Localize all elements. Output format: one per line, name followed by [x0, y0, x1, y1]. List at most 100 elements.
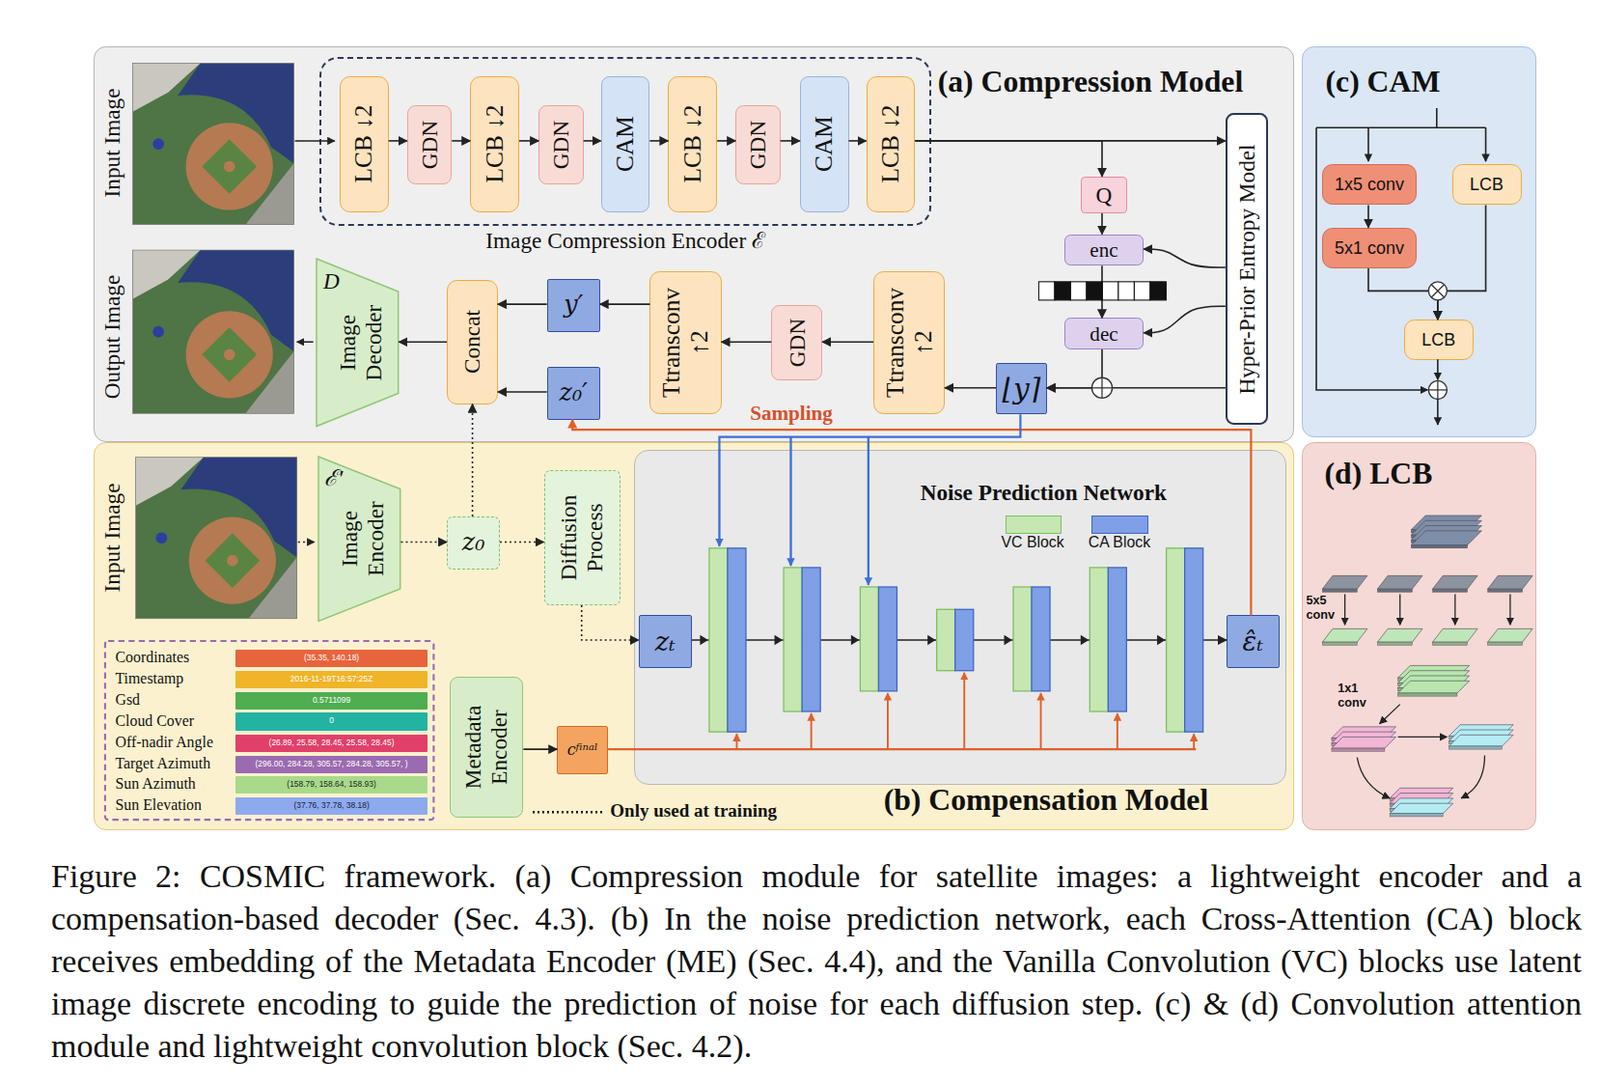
graphic: [1101, 377, 1103, 398]
transconv-block: Ttransconv ↑2: [873, 271, 945, 414]
wire: [735, 733, 738, 749]
vc-block: [1089, 567, 1108, 712]
connector: [1437, 204, 1487, 319]
box-label: zₜ: [655, 626, 676, 658]
box-label: (158.79, 158.64, 158.93): [286, 779, 376, 790]
graphic: [132, 63, 294, 225]
text: LCB ↓2: [876, 105, 904, 184]
ca-block: [1031, 586, 1050, 691]
wire: [1040, 692, 1043, 749]
graphic: [201, 327, 257, 383]
feature-slab: [1322, 641, 1357, 645]
satellite-image: [132, 249, 294, 414]
arrowhead: [774, 634, 783, 646]
text: (d) LCB: [1324, 456, 1433, 491]
wire: [1344, 593, 1346, 625]
feature-slab: [1377, 628, 1423, 642]
graphic: [136, 457, 298, 619]
box-label: Ttransconv ↑2: [657, 275, 714, 411]
sum-symbol: [1428, 380, 1447, 399]
legend-swatch: [1091, 515, 1148, 534]
connector: [1101, 213, 1104, 235]
text: (35.35, 140.18): [303, 652, 359, 663]
box-label: y′: [563, 290, 583, 319]
connector: [398, 340, 447, 343]
label: Sun Elevation: [114, 796, 201, 814]
connector: [780, 139, 800, 142]
text: Hyper-Prior Entropy Model: [1234, 143, 1260, 394]
text: z₀: [462, 527, 486, 557]
wire: [963, 672, 966, 749]
label: 1x1 conv: [1337, 681, 1371, 710]
feature-slab: [1389, 813, 1443, 817]
vc-block: [1013, 586, 1032, 691]
entropy-model: Hyper-Prior Entropy Model: [1225, 112, 1269, 425]
caption: Figure 2: COSMIC framework. (a) Compress…: [51, 855, 1582, 1068]
box-label: Diffusion Process: [555, 474, 608, 602]
text: ⌊y⌉: [1001, 372, 1041, 406]
text: CAM: [610, 116, 638, 173]
box-label: 2016-11-19T16:57:25Z: [290, 674, 374, 685]
latent-box: z₀: [446, 516, 500, 570]
gdn-block: GDN: [538, 105, 584, 185]
wire: [1192, 733, 1195, 749]
text: 5x5 conv: [1305, 593, 1335, 622]
transconv-block: Ttransconv ↑2: [649, 271, 721, 414]
conv-box: 1x5 conv: [1322, 164, 1416, 205]
feature-slab: [1488, 588, 1523, 592]
wire: [1485, 127, 1488, 162]
conv-box: 5x1 conv: [1322, 227, 1416, 269]
text: Input Image: [99, 88, 125, 198]
text: 1x1 conv: [1337, 681, 1367, 710]
box-label: z₀′: [559, 378, 588, 407]
box-label: 0.5711099: [312, 695, 351, 706]
label: Input Image: [99, 483, 126, 593]
text: GDN: [548, 120, 574, 169]
feature-slab: [1389, 802, 1454, 814]
bitstream-cell: [1150, 281, 1166, 301]
wire: [867, 437, 870, 585]
legend-line: [532, 805, 603, 819]
box-label: enc: [1089, 238, 1118, 262]
legend-label: Only used at training: [609, 800, 777, 822]
feature-slab: [1488, 628, 1534, 642]
text: 5x1 conv: [1334, 238, 1405, 258]
feature-slab: [1449, 745, 1503, 749]
graphic: [189, 517, 276, 605]
panel: 1x5 conv5x1 convLCBLCB(c) CAM: [1301, 46, 1537, 438]
metadata-value: 0: [235, 712, 428, 730]
connector: [1047, 386, 1226, 389]
wire: [717, 448, 720, 546]
box-label: cᶠⁱⁿᵃˡ: [567, 741, 599, 759]
graphic: [132, 63, 294, 225]
box-label: Hyper-Prior Entropy Model: [1234, 117, 1261, 421]
legend-label: VC Block: [1000, 533, 1064, 552]
text: (b) Compensation Model: [883, 782, 1210, 817]
wire: [1454, 593, 1456, 625]
graphic: [205, 532, 261, 588]
box-label: ℰ′: [324, 465, 343, 492]
box-label: ε̂ₜ: [1242, 626, 1265, 658]
feature-slab: [1433, 575, 1479, 589]
noise-box: ε̂ₜ: [1226, 614, 1280, 668]
wire: [1461, 754, 1485, 798]
box-label: (d) LCB: [1324, 456, 1433, 492]
text: LCB: [1469, 174, 1504, 194]
graphic: [1431, 284, 1444, 298]
ca-block: [1185, 548, 1204, 732]
vc-block: [709, 548, 728, 732]
wire: [810, 713, 813, 749]
text: (37.76, 37.78, 38.18): [293, 800, 369, 810]
vc-block: [783, 567, 802, 712]
box-label: (c) CAM: [1324, 64, 1440, 100]
wire: [295, 139, 335, 142]
metadata-value: (26.89, 25.58, 28.45, 25.58, 28.45): [235, 734, 428, 752]
connector: [572, 419, 1251, 616]
text: Metadata Encoder: [461, 705, 513, 790]
text: GDN: [744, 120, 771, 169]
text: Sun Elevation: [114, 796, 201, 813]
text: cᶠⁱⁿᵃˡ: [567, 740, 599, 759]
decode-op: dec: [1064, 317, 1144, 350]
box-label: Image Compression Encoder ℰ: [485, 227, 766, 254]
graphic: [226, 554, 239, 567]
